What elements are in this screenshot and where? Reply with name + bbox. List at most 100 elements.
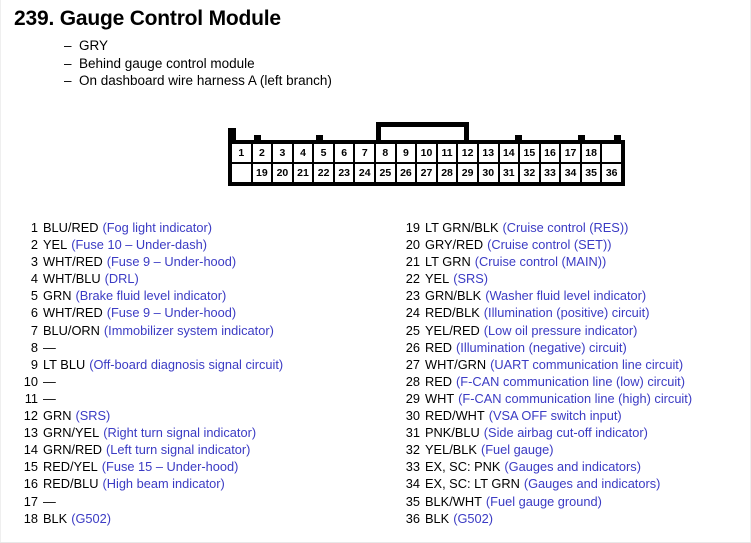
connector-pin-4: 4 (293, 144, 313, 162)
pin-number: 3 (30, 254, 38, 270)
pin-description: (F-CAN communication line (low) circuit) (456, 373, 685, 389)
connector-pin-7: 7 (355, 144, 375, 162)
pin-number: 7 (30, 322, 38, 338)
pin-wire-color: BLK/WHT (425, 493, 482, 509)
pin-wire-color: EX, SC: PNK (425, 459, 501, 475)
pin-wire-color: YEL/BLK (425, 442, 477, 458)
pin-number: 2 (30, 237, 38, 253)
connector-tab-3 (515, 135, 522, 141)
connector-pin-19: 19 (252, 164, 272, 182)
pin-wire-color: LT GRN (425, 254, 471, 270)
pin-description: (Gauges and indicators) (504, 459, 641, 475)
pin-wire-color: WHT (425, 390, 455, 406)
pin-wire-color: GRN/BLK (425, 288, 482, 304)
connector-pin-31: 31 (499, 164, 519, 182)
pin-description: (Left turn signal indicator) (106, 442, 251, 458)
connector-pin-11: 11 (437, 144, 457, 162)
connector-pin-27: 27 (417, 164, 436, 182)
connector-pin-15: 15 (520, 144, 539, 162)
pin-number: 13 (23, 425, 38, 441)
subtitle-item: –GRY (64, 37, 514, 55)
pin-item-8: 8— (18, 339, 378, 356)
connector-pin-30: 30 (478, 164, 498, 182)
pin-wire-color: BLU/ORN (43, 322, 100, 338)
pin-wire-color: — (43, 390, 56, 406)
pin-wire-color: — (43, 493, 56, 509)
pin-item-10: 10— (18, 373, 378, 390)
connector-tab-4 (578, 135, 585, 141)
subtitle-dash: – (64, 73, 72, 88)
pin-description: (Washer fluid level indicator) (485, 288, 647, 304)
pin-wire-color: RED/BLU (43, 476, 99, 492)
pin-description: (VSA OFF switch input) (488, 408, 622, 424)
pin-number: 20 (405, 237, 420, 253)
pin-number: 22 (405, 271, 420, 287)
connector-pin-28: 28 (437, 164, 457, 182)
pin-wire-color: BLU/RED (43, 220, 99, 235)
pin-description: (Gauges and indicators) (523, 476, 661, 492)
pin-wire-color: GRN (43, 408, 72, 424)
pin-wire-color: GRN/RED (43, 442, 103, 458)
subtitle-text: Behind gauge control module (79, 55, 255, 71)
connector-tab-1 (254, 135, 261, 141)
pin-number: 33 (405, 459, 420, 475)
pin-description: (Fuel gauge) (480, 442, 554, 458)
subtitle-text: GRY (79, 38, 109, 53)
pin-description: (DRL) (104, 271, 139, 287)
pin-item-21: 21 LT GRN(Cruise control (MAIN)) (400, 253, 750, 270)
connector-pin-20: 20 (273, 164, 292, 182)
pin-number: 10 (23, 373, 38, 389)
pin-wire-color: PNK/BLU (425, 425, 480, 441)
page-title: 239. Gauge Control Module (14, 7, 281, 30)
pin-description: (Fuel gauge ground) (485, 493, 602, 509)
connector-pin-5: 5 (314, 144, 333, 162)
pin-number: 19 (405, 220, 420, 235)
pin-number: 29 (405, 390, 420, 406)
pin-description: (UART communication line circuit) (490, 356, 684, 372)
pin-number: 31 (405, 425, 420, 441)
pin-wire-color: RED (425, 339, 453, 355)
pin-number: 26 (405, 339, 420, 355)
connector-pin-34: 34 (561, 164, 580, 182)
connector-pin-6: 6 (334, 144, 354, 162)
connector-pin-29: 29 (458, 164, 477, 182)
connector-pin-23: 23 (334, 164, 354, 182)
connector-pin-35: 35 (581, 164, 601, 182)
connector-pin-blank (232, 164, 251, 182)
header-block: 239. Gauge Control Module –GRY –Behind ga… (14, 6, 514, 90)
pin-description: (Fog light indicator) (102, 220, 212, 235)
connector-pin-2: 2 (252, 144, 272, 162)
pin-description: (Off-board diagnosis signal circuit) (89, 356, 284, 372)
connector-pin-12: 12 (458, 144, 477, 162)
pin-description: (Fuse 9 – Under-hood) (106, 254, 237, 270)
pin-wire-color: RED (425, 373, 453, 389)
pin-number: 18 (23, 510, 38, 526)
connector-left-shoulder (228, 128, 236, 141)
connector-pin-blank (602, 144, 621, 162)
pin-description: (Side airbag cut-off indicator) (483, 425, 648, 441)
pin-wire-color: GRY/RED (425, 237, 484, 253)
pin-number: 21 (405, 254, 420, 270)
pin-number: 6 (30, 305, 38, 321)
connector-pin-36: 36 (602, 164, 621, 182)
pin-description: (Cruise control (MAIN)) (474, 254, 607, 270)
pin-wire-color: WHT/RED (43, 305, 103, 321)
connector-pin-25: 25 (376, 164, 395, 182)
